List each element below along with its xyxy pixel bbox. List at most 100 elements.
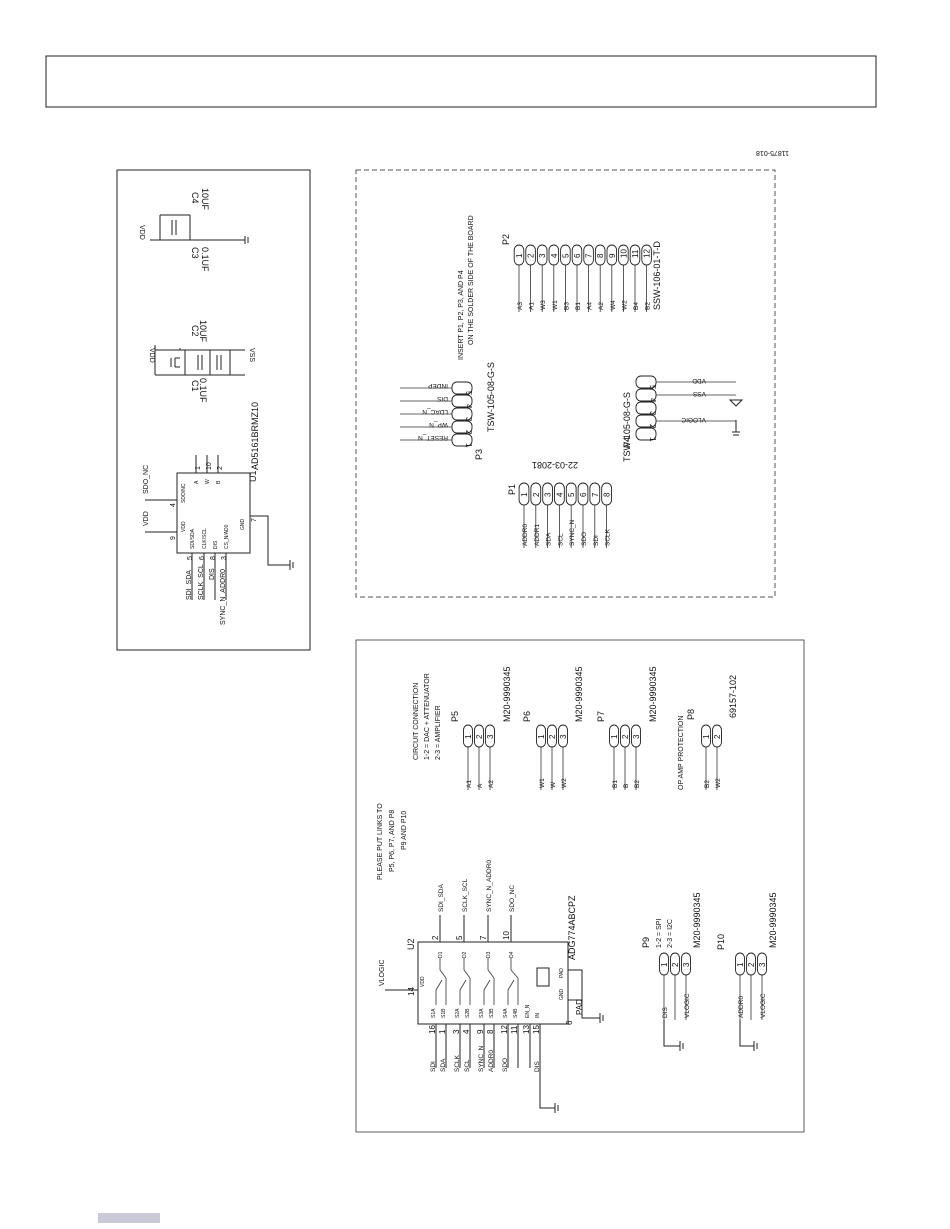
p2-signal: A3	[517, 302, 524, 310]
p1-pin-number: 6	[579, 492, 588, 497]
u2-bottom-pin-name: IN	[535, 1013, 541, 1018]
p9-pin-number: 1	[660, 962, 669, 967]
p9-signal: VLOGIC	[684, 993, 691, 1018]
u2-top-pin-name: D3	[486, 951, 492, 958]
p7-ref: P7	[596, 711, 606, 722]
p2-signal: B3	[563, 302, 570, 310]
p3-ref: P3	[474, 449, 484, 460]
u2-bottom-pin-name: EN_N	[525, 1004, 531, 1018]
u2-en-ground	[539, 1067, 559, 1113]
u2-ref: U2	[406, 938, 416, 950]
u2-bottom-pin-number: 9	[476, 1029, 485, 1034]
u1-vdd-net: VDD	[143, 511, 150, 526]
u2-bottom-pin-name: S3A	[479, 1008, 485, 1018]
links-note-3: P9 AND P10	[401, 811, 408, 850]
u1-pin-number: 7	[251, 518, 258, 522]
p2-pin-number: 12	[643, 249, 652, 258]
p7-signal: B1	[612, 780, 619, 788]
u1-pin-number: 10	[206, 462, 213, 470]
u1-pin-number: 4	[170, 503, 177, 507]
p2-pin-number: 8	[596, 253, 605, 258]
u2-top-pin-number: 7	[479, 935, 488, 940]
u1-pin-name: VDD	[181, 521, 187, 532]
p9-note-1: 1-2 = SPI	[656, 919, 663, 948]
p6-pin-number: 3	[559, 734, 568, 739]
p2-signal: A2	[598, 302, 605, 310]
u2-bottom-pin-number: 13	[522, 1025, 531, 1034]
p1-signal: SDO	[581, 532, 588, 546]
u2-top-net: SYNC_N_ADDR0	[486, 860, 493, 912]
p6-signal: W2	[561, 778, 568, 788]
u2-top-pin-number: 2	[431, 935, 440, 940]
p2-signal: A4	[587, 302, 594, 310]
p4-part: TSW-105-08-G-S	[622, 392, 632, 462]
u2-top-pin-name: D2	[462, 951, 468, 958]
vlogic-ground	[732, 420, 740, 436]
u2-bottom-pin-name: S4B	[513, 1008, 519, 1018]
p1-signal: ADDR1	[534, 524, 541, 546]
u1-dis-net: DIS	[209, 568, 216, 580]
p1-part: 22-03-2081	[532, 460, 578, 470]
c3-value: 0.1UF	[200, 247, 210, 272]
u2-bottom-pin-name: S2A	[455, 1008, 461, 1018]
p7-pin-number: 2	[621, 734, 630, 739]
p1-signal: SCL	[557, 533, 564, 546]
p2-pin-number: 1	[515, 253, 524, 258]
u2-bottom-pin-number: 16	[428, 1025, 437, 1034]
u1-sclk-scl-net: SCLK_SCL	[198, 564, 205, 600]
p2-signal: A1	[529, 302, 536, 310]
p2-signal: W3	[540, 300, 547, 310]
p1-signal: SCLK	[605, 528, 612, 546]
p7-signal: B	[623, 784, 630, 788]
u1-pin-number: 1	[195, 466, 202, 470]
p6-signal: W	[550, 781, 557, 788]
p5-signal: A2	[488, 780, 495, 788]
c3-ref: C3	[190, 247, 200, 259]
p3-signal: RESET_N	[418, 434, 448, 441]
u2-bottom-pin-number: 1	[438, 1029, 447, 1034]
p2-part: SSW-106-01-T-D	[652, 241, 662, 310]
u1-pin-name: A	[194, 480, 200, 484]
p1-pin-number: 2	[532, 492, 541, 497]
p4-pin-number: 5	[648, 385, 657, 390]
p4-pin-number: 4	[648, 398, 657, 403]
u2-switch	[483, 958, 495, 1005]
u2-bottom-pin-number: 12	[500, 1025, 509, 1034]
p5-signal: A1	[466, 780, 473, 788]
u1-pin-name: B	[216, 480, 222, 484]
p1-pin-number: 8	[603, 492, 612, 497]
p3-signal: INDEP	[428, 382, 448, 389]
u1-pin-name: DIS	[213, 540, 219, 549]
p2-pin-number: 9	[608, 253, 617, 258]
p3-signal: WP_N	[429, 421, 448, 428]
u2-bottom-pin-name: S4A	[503, 1008, 509, 1018]
u2-body	[417, 941, 569, 1025]
circuit-note-2: 1-2 = DAC + ATTENUATOR	[424, 673, 431, 760]
c4-ref: C4	[190, 192, 200, 204]
p1-pin-number: 4	[555, 492, 564, 497]
title-block	[45, 55, 877, 108]
figure-code: 11875-018	[756, 149, 789, 156]
u1-rotated-group: VDD VSS C2 10UF C1 0.1UF VDD C4 10UF C3 …	[138, 188, 255, 403]
u1-pin-number: 8	[210, 556, 217, 560]
p7-pin-number: 3	[632, 734, 641, 739]
p4-ref: P4	[622, 437, 632, 448]
p2-signal: W1	[552, 300, 559, 310]
p2-pin-number: 6	[573, 253, 582, 258]
u2-bottom-pin-number: 11	[510, 1025, 519, 1034]
u2-bottom-net: SYNC_N	[478, 1045, 485, 1072]
circuit-note-1: CIRCUIT CONNECTION	[413, 683, 420, 760]
p5-part: M20-9990345	[502, 666, 512, 722]
p2-pin-number: 4	[550, 253, 559, 258]
u2-bottom-pin-number: 8	[486, 1029, 495, 1034]
u1-pin-name: CS_N/AD0	[224, 524, 230, 549]
p9-pin-number: 2	[671, 962, 680, 967]
u2-bottom-pin-name: S1A	[431, 1008, 437, 1018]
vdd-label-a: VDD	[148, 348, 155, 363]
u2-bottom-pin-name: S2B	[465, 1008, 471, 1018]
p8-pin-number: 1	[702, 734, 711, 739]
u2-top-net: SDI_SDA	[438, 884, 445, 912]
p2-pin-number: 10	[619, 249, 628, 258]
u2-pad-num: 6	[565, 1020, 574, 1025]
